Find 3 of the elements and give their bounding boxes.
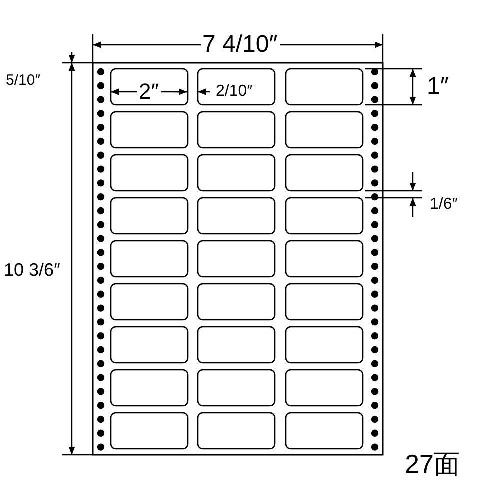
label-count: 27面 (403, 451, 462, 477)
dimension-value: 10 3/6″ (2, 261, 62, 279)
dimension-value: 5/10″ (4, 72, 43, 88)
